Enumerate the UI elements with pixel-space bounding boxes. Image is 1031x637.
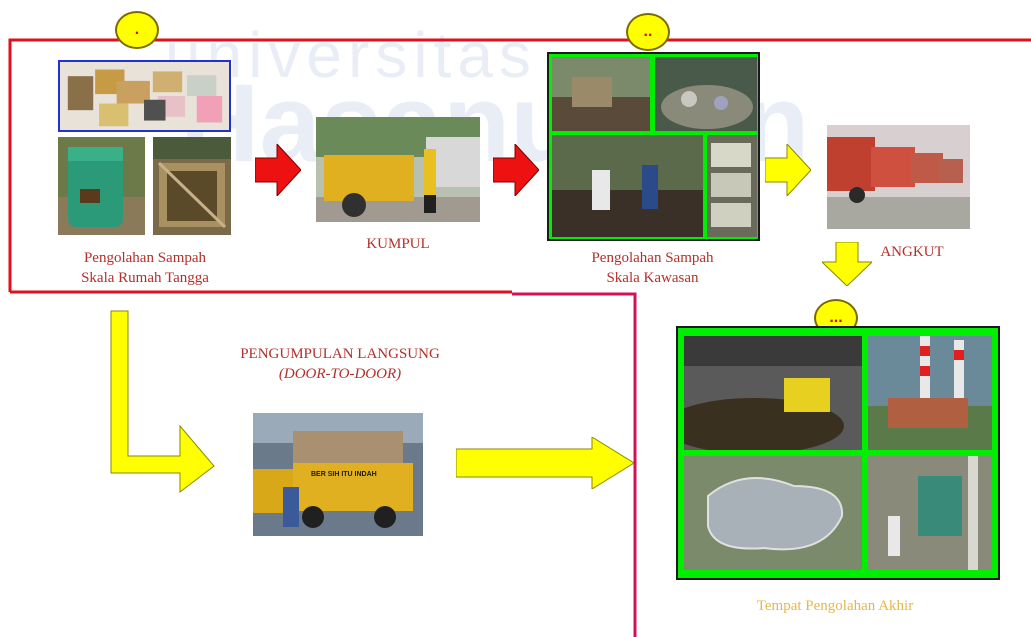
yellow-arrow-to-final [456, 437, 634, 489]
final-photo-landfill-compost [684, 336, 862, 450]
caption-household: Pengolahan Sampah Skala Rumah Tangga [40, 248, 250, 288]
area-photo-waste-pile [655, 57, 757, 131]
caption-household-line2: Skala Rumah Tangga [81, 270, 209, 286]
red-arrow-to-area [493, 144, 539, 196]
caption-direct: PENGUMPULAN LANGSUNG (DOOR-TO-DOOR) [200, 344, 480, 384]
truck-sign: BER SIH ITU INDAH [311, 471, 377, 478]
caption-final: Tempat Pengolahan Akhir [756, 598, 914, 614]
caption-transport: ANGKUT [880, 244, 944, 260]
final-photo-incinerator [868, 336, 992, 450]
area-photo-compost-sacks [707, 135, 757, 237]
badge-area: .. [626, 13, 670, 51]
household-frame-line [8, 38, 1031, 292]
yellow-arrow-down-transport [822, 242, 872, 286]
area-processing-photos [547, 52, 760, 241]
compost-kit-photo [58, 60, 231, 132]
final-frame-line [512, 292, 637, 637]
caption-household-line1: Pengolahan Sampah [83, 250, 207, 266]
final-photo-landfill-aerial [684, 456, 862, 570]
yellow-bent-arrow [110, 310, 215, 494]
transport-trucks-photo [827, 125, 970, 229]
yellow-arrow-to-transport [765, 144, 811, 196]
caption-area-line2: Skala Kawasan [606, 270, 699, 286]
compost-bin-photo [58, 137, 145, 235]
caption-direct-line2: (DOOR-TO-DOOR) [278, 366, 402, 382]
caption-direct-line1: PENGUMPULAN LANGSUNG [240, 346, 440, 362]
caption-collect: KUMPUL [366, 236, 430, 252]
collection-cart-photo [316, 117, 480, 222]
badge-household: . [115, 11, 159, 49]
compost-pit-photo [153, 137, 231, 235]
final-processing-photos [676, 326, 1000, 580]
final-photo-processing-plant [868, 456, 992, 570]
caption-area: Pengolahan Sampah Skala Kawasan [545, 248, 760, 288]
door-to-door-truck-photo: BER SIH ITU INDAH [253, 413, 423, 536]
caption-area-line1: Pengolahan Sampah [591, 250, 714, 266]
area-photo-composting-workers [552, 135, 703, 237]
area-photo-sorting [552, 57, 650, 131]
red-arrow-to-collect [255, 144, 301, 196]
